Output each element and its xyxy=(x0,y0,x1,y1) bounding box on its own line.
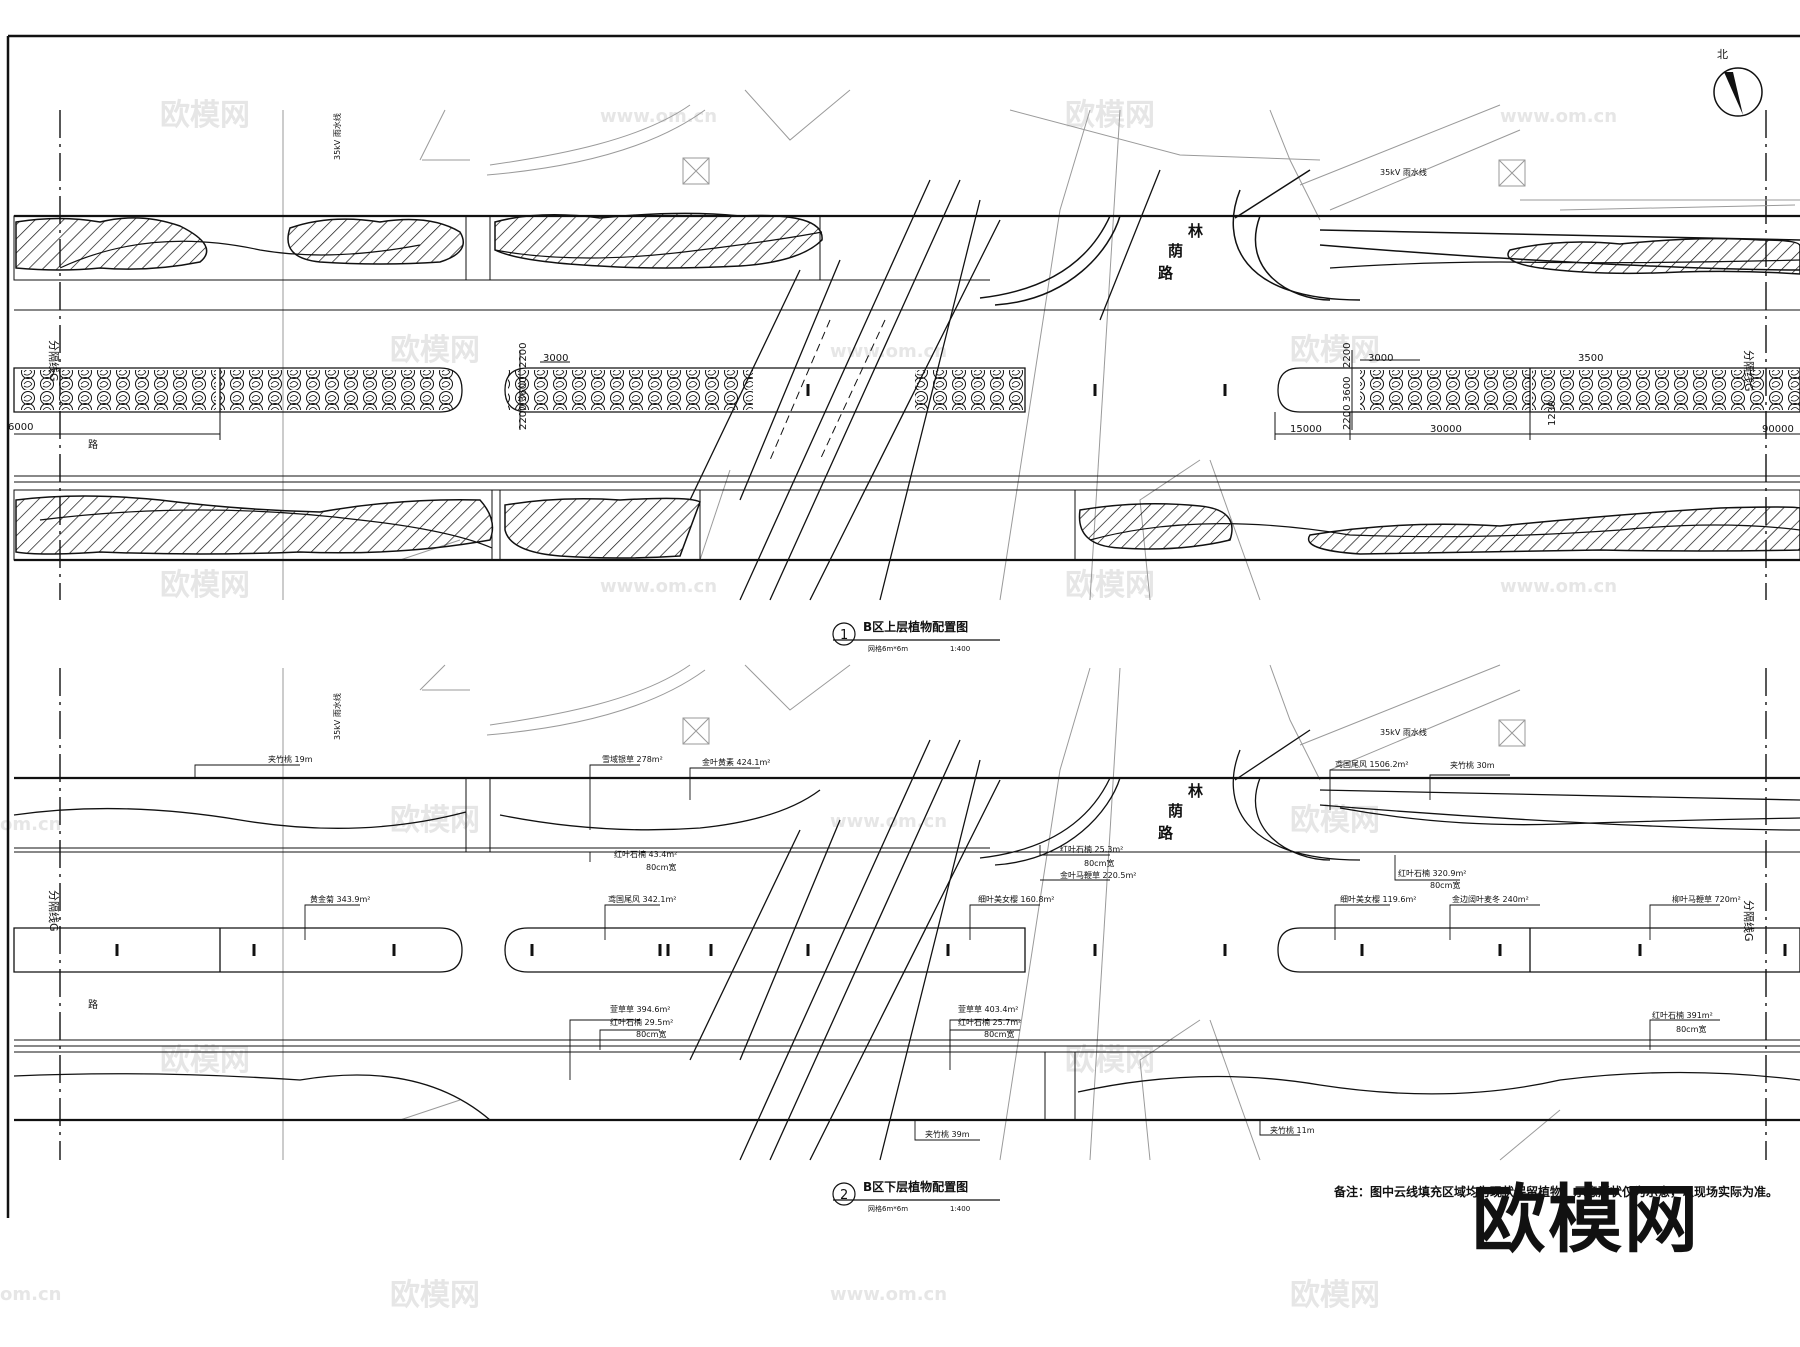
plant-label: 细叶美女樱 119.6m² xyxy=(1340,894,1416,904)
road-name: 林 xyxy=(1188,782,1204,800)
road-name: 荫 xyxy=(1168,242,1183,260)
scale: 1:400 xyxy=(950,645,970,653)
dimension: 30000 xyxy=(1430,424,1462,435)
dimension: 6000 xyxy=(8,422,33,433)
plant-label: 红叶石楠 320.9m² xyxy=(1398,868,1466,878)
pipe-label: 35kV 雨水线 xyxy=(332,693,342,740)
plant-label: 80cm宽 xyxy=(1430,880,1460,890)
pipe-label: 35kV 雨水线 xyxy=(1380,727,1427,737)
median-strip xyxy=(13,367,1800,413)
watermark: www.om.cn xyxy=(830,811,947,832)
plant-label: 红叶石楠 29.5m² xyxy=(610,1017,673,1027)
plant-label: 柳叶马鞭草 720m² xyxy=(1672,894,1741,904)
watermark-layer: 欧模网 www.om.cn 欧模网 www.om.cn 欧模网 www.om.c… xyxy=(0,98,1617,1313)
plant-label: 夹竹桃 39m xyxy=(925,1129,970,1139)
dimension: 1200 xyxy=(1547,401,1558,426)
plant-label: 80cm宽 xyxy=(984,1029,1014,1039)
plant-label: 萱草草 403.4m² xyxy=(958,1004,1018,1014)
axis-label: 分隔线G xyxy=(47,890,61,932)
pipe-label: 35kV 雨水线 xyxy=(332,113,342,160)
road-label: 路 xyxy=(88,438,98,451)
remark-note: 备注：图中云线填充区域均为现状保留植物，示意形状仅为示意，以现场实际为准。 xyxy=(1333,1184,1778,1199)
plant-label: 雪域银草 278m² xyxy=(602,754,663,764)
watermark: 欧模网 xyxy=(160,568,250,603)
watermark: 欧模网 xyxy=(1290,333,1380,368)
plant-label: 细叶美女樱 160.8m² xyxy=(978,894,1054,904)
plant-label: 夹竹桃 19m xyxy=(268,754,313,764)
grid-note: 网格6m*6m xyxy=(868,644,908,653)
plant-label: 鸢国尾风 342.1m² xyxy=(608,894,676,904)
road-label: 路 xyxy=(88,998,98,1011)
plant-label: 鸢国尾风 1506.2m² xyxy=(1335,759,1409,769)
plan-number: 1 xyxy=(840,628,848,643)
dimension: 2200 xyxy=(518,405,529,430)
plant-label: 80cm宽 xyxy=(1676,1024,1706,1034)
watermark: 欧模网 xyxy=(1290,1278,1380,1313)
plant-label: 红叶石楠 25.3m² xyxy=(1060,844,1123,854)
pipe-label: 35kV 雨水线 xyxy=(1380,167,1427,177)
road-name: 荫 xyxy=(1168,802,1183,820)
watermark: www.om.cn xyxy=(600,106,717,127)
bottom-plan: 分隔线G 分隔线G 35kV 雨水线 35kV 雨水线 xyxy=(13,664,1800,1213)
plan-title-text: B区下层植物配置图 xyxy=(863,1179,968,1194)
watermark: www.om.cn xyxy=(600,576,717,597)
plant-label: 夹竹桃 11m xyxy=(1270,1125,1315,1135)
dimension: 2200 xyxy=(1342,343,1353,368)
plant-label: 红叶石楠 43.4m² xyxy=(614,849,677,859)
plant-label: 红叶石楠 391m² xyxy=(1652,1010,1713,1020)
plan-title: 2 B区下层植物配置图 网格6m*6m 1:400 xyxy=(832,1179,1000,1213)
plant-label: 红叶石楠 25.7m² xyxy=(958,1017,1021,1027)
dimension: 3600 xyxy=(518,377,529,402)
dimension: 3000 xyxy=(543,353,568,364)
watermark: om.cn xyxy=(0,1284,61,1305)
scale: 1:400 xyxy=(950,1205,970,1213)
top-plan: 分隔线G 分隔线G 35kV 雨水线 35kV 雨 xyxy=(8,89,1800,653)
dimension: 2200 xyxy=(518,343,529,368)
watermark: www.om.cn xyxy=(1500,106,1617,127)
plant-label: 80cm宽 xyxy=(636,1029,666,1039)
plant-label: 80cm宽 xyxy=(1084,858,1114,868)
watermark: 欧模网 xyxy=(390,333,480,368)
watermark: om.cn xyxy=(0,814,61,835)
road-name: 林 xyxy=(1188,222,1204,240)
watermark: www.om.cn xyxy=(830,341,947,362)
north-arrow: 北 xyxy=(1713,48,1763,117)
watermark: 欧模网 xyxy=(390,803,480,838)
plan-number: 2 xyxy=(840,1188,848,1203)
dimension: 2200 xyxy=(1342,405,1353,430)
plan-title-text: B区上层植物配置图 xyxy=(863,619,968,634)
dimension: 15000 xyxy=(1290,424,1322,435)
watermark: www.om.cn xyxy=(1500,576,1617,597)
grid-note: 网格6m*6m xyxy=(868,1204,908,1213)
dimension: 90000 xyxy=(1762,424,1794,435)
north-label: 北 xyxy=(1717,48,1728,61)
sheet-border xyxy=(6,34,1800,1218)
watermark: 欧模网 xyxy=(1065,98,1155,133)
axis-label: 分隔线G xyxy=(1742,900,1756,942)
plant-label: 夹竹桃 30m xyxy=(1450,760,1495,770)
watermark: 欧模网 xyxy=(160,1043,250,1078)
dimension: 3500 xyxy=(1578,353,1603,364)
watermark: 欧模网 xyxy=(160,98,250,133)
plant-label: 金叶马鞭草 220.5m² xyxy=(1060,870,1136,880)
plant-label: 金边阔叶麦冬 240m² xyxy=(1452,894,1529,904)
median-strip xyxy=(13,927,1800,973)
road-name: 路 xyxy=(1158,824,1174,842)
watermark: 欧模网 xyxy=(390,1278,480,1313)
watermark: www.om.cn xyxy=(830,1284,947,1305)
road-name: 路 xyxy=(1158,264,1174,282)
watermark: 欧模网 xyxy=(1065,568,1155,603)
dimension: 3000 xyxy=(1368,353,1393,364)
brand-watermark: 欧模网 xyxy=(1472,1177,1700,1263)
dimension: 3600 xyxy=(1342,377,1353,402)
plant-label: 黄金菊 343.9m² xyxy=(310,894,370,904)
plant-label: 80cm宽 xyxy=(646,862,676,872)
plant-label: 萱草草 394.6m² xyxy=(610,1004,670,1014)
plan-title: 1 B区上层植物配置图 网格6m*6m 1:400 xyxy=(832,619,1000,653)
plant-label: 金叶黄素 424.1m² xyxy=(702,757,770,767)
